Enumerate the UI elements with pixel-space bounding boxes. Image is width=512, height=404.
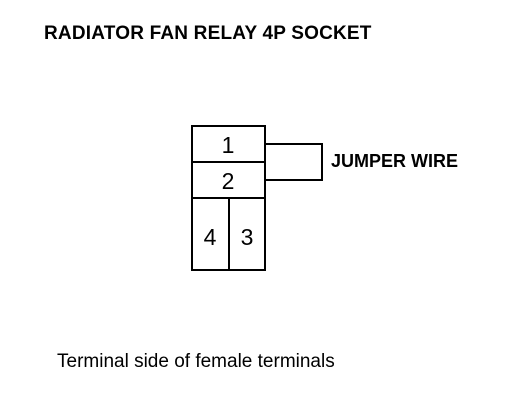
diagram-title: RADIATOR FAN RELAY 4P SOCKET — [44, 23, 372, 44]
jumper-wire-label: JUMPER WIRE — [331, 151, 459, 171]
terminal-4-label: 4 — [204, 224, 217, 250]
terminal-2-label: 2 — [222, 168, 235, 194]
terminal-3-label: 3 — [241, 224, 254, 250]
jumper-wire — [265, 143, 323, 181]
terminal-1-label: 1 — [222, 132, 235, 158]
diagram-caption: Terminal side of female terminals — [57, 351, 335, 372]
